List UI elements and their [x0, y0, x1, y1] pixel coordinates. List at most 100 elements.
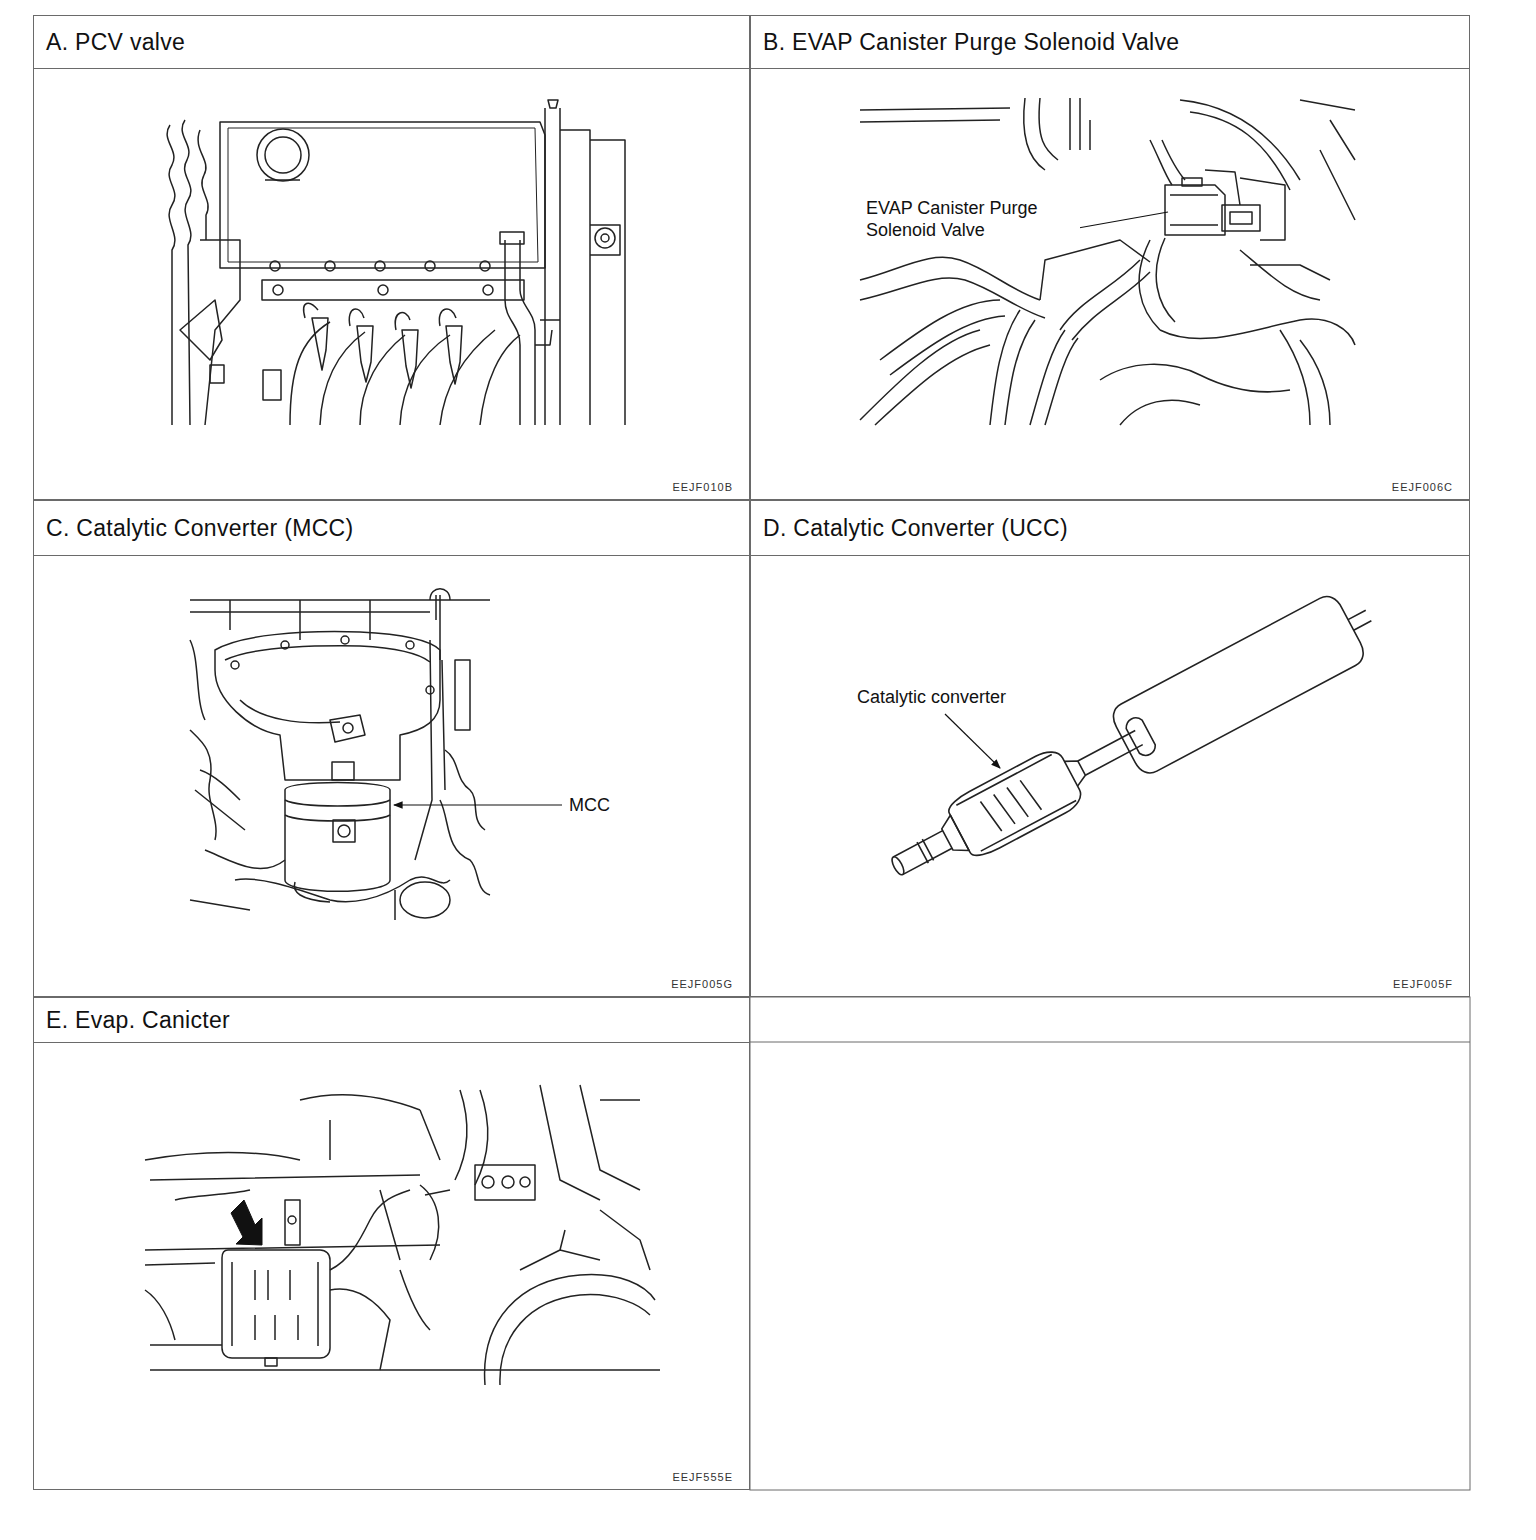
figure-panel: B. EVAP Canister Purge Solenoid ValveEEJ… [750, 15, 1470, 500]
engine-drawing [182, 120, 191, 425]
canister-drawing [502, 1176, 514, 1188]
engine-drawing [167, 100, 625, 425]
canister-drawing [482, 1176, 494, 1188]
purge-valve-drawing [1300, 100, 1355, 220]
engine-drawing [425, 261, 435, 271]
callout-label: EVAP Canister Purge Solenoid Valve [864, 197, 1080, 241]
canister-drawing [145, 1153, 420, 1181]
engine-drawing [548, 100, 558, 108]
canister-drawing [232, 1262, 318, 1346]
manifold-drawing [285, 790, 390, 891]
engine-drawing [601, 234, 609, 242]
manifold-drawing [215, 632, 440, 780]
manifold-drawing [190, 589, 490, 920]
engine-drawing [273, 285, 283, 295]
figure-code: EEJF005G [669, 978, 735, 990]
manifold-drawing [225, 646, 430, 662]
manifold-drawing [445, 750, 485, 830]
engine-drawing [325, 261, 335, 271]
purge-valve-drawing [1100, 364, 1290, 392]
purge-valve-drawing [1280, 330, 1330, 425]
figure-panel: D. Catalytic Converter (UCC)EEJF005F [750, 500, 1470, 997]
manifold-drawing [195, 770, 285, 869]
purge-valve-drawing [1120, 400, 1200, 425]
canister-drawing [520, 1230, 600, 1270]
engine-drawing [265, 179, 300, 181]
purge-valve-drawing [1170, 195, 1218, 225]
leader-line [394, 804, 562, 805]
purge-valve-drawing [1205, 170, 1285, 240]
pointer-arrow [231, 1200, 262, 1245]
purge-valve-drawing [1024, 98, 1058, 170]
purge-valve-drawing [1139, 238, 1175, 330]
canister-drawing [145, 1290, 175, 1340]
manifold-drawing [235, 879, 410, 902]
exhaust-pipe-drawing [917, 839, 934, 863]
engine-drawing [312, 318, 328, 370]
engine-drawing [228, 128, 538, 262]
purge-valve-drawing [1060, 260, 1150, 340]
leader-line [945, 714, 1000, 768]
canister-drawing [475, 1165, 535, 1200]
canister-drawing [330, 1190, 410, 1270]
exhaust-pipe-drawing [1348, 610, 1371, 630]
manifold-drawing [415, 640, 445, 860]
canister-drawing [300, 1095, 440, 1160]
exhaust-pipe-drawing [1064, 756, 1088, 786]
panel-heading: B. EVAP Canister Purge Solenoid Valve [751, 16, 1469, 69]
manifold-drawing [281, 641, 289, 649]
purge-valve-drawing [1160, 319, 1355, 345]
manifold-drawing [294, 882, 330, 902]
purge-valve-drawing [1222, 205, 1260, 231]
panel-heading: D. Catalytic Converter (UCC) [751, 501, 1469, 556]
exhaust-pipe-drawing [877, 582, 1387, 901]
manifold-drawing [230, 600, 370, 640]
purge-valve-drawing [990, 310, 1035, 425]
canister-drawing [222, 1250, 330, 1358]
canister-drawing [600, 1210, 650, 1270]
manifold-drawing [341, 636, 349, 644]
engine-drawing [198, 130, 208, 240]
purge-valve-drawing [1240, 250, 1330, 300]
figure-panel: A. PCV valveEEJF010B [33, 15, 750, 500]
panel-heading: C. Catalytic Converter (MCC) [34, 501, 749, 556]
manifold-drawing [190, 640, 216, 840]
empty-cell [750, 997, 1470, 1490]
canister-drawing [500, 1295, 650, 1385]
manifold-drawing [330, 715, 365, 742]
exhaust-pipe-drawing [1108, 591, 1369, 778]
manifold-drawing [285, 783, 390, 791]
purge-valve-drawing [1040, 240, 1150, 300]
manifold-drawing [343, 723, 353, 733]
canister-drawing [540, 1085, 640, 1200]
engine-drawing [270, 261, 280, 271]
exhaust-pipe-drawing [980, 778, 1041, 833]
engine-drawing [375, 261, 385, 271]
engine-drawing [590, 225, 620, 255]
engine-drawing [290, 322, 330, 425]
engine-drawing [263, 370, 281, 400]
purge-valve-drawing [860, 98, 1355, 425]
canister-drawing [285, 1200, 300, 1245]
panel-heading: E. Evap. Canicter [34, 998, 749, 1043]
exhaust-pipe-drawing [893, 831, 952, 875]
engine-drawing [480, 261, 490, 271]
manifold-drawing [338, 825, 350, 837]
exhaust-pipe-drawing [1078, 731, 1143, 776]
callout-label: MCC [567, 794, 612, 816]
engine-drawing [257, 129, 309, 181]
engine-drawing [304, 303, 456, 330]
manifold-drawing [400, 882, 450, 918]
purge-valve-drawing [1070, 98, 1090, 150]
engine-drawing [480, 335, 520, 425]
pointer-arrow [231, 1200, 262, 1245]
engine-drawing [357, 326, 373, 382]
purge-valve-drawing [880, 300, 1005, 375]
canister-drawing [485, 1275, 655, 1385]
engine-drawing [483, 285, 493, 295]
manifold-drawing [430, 589, 450, 660]
canister-drawing [145, 1245, 440, 1265]
exhaust-pipe-drawing [945, 745, 1086, 861]
manifold-drawing [190, 877, 450, 920]
